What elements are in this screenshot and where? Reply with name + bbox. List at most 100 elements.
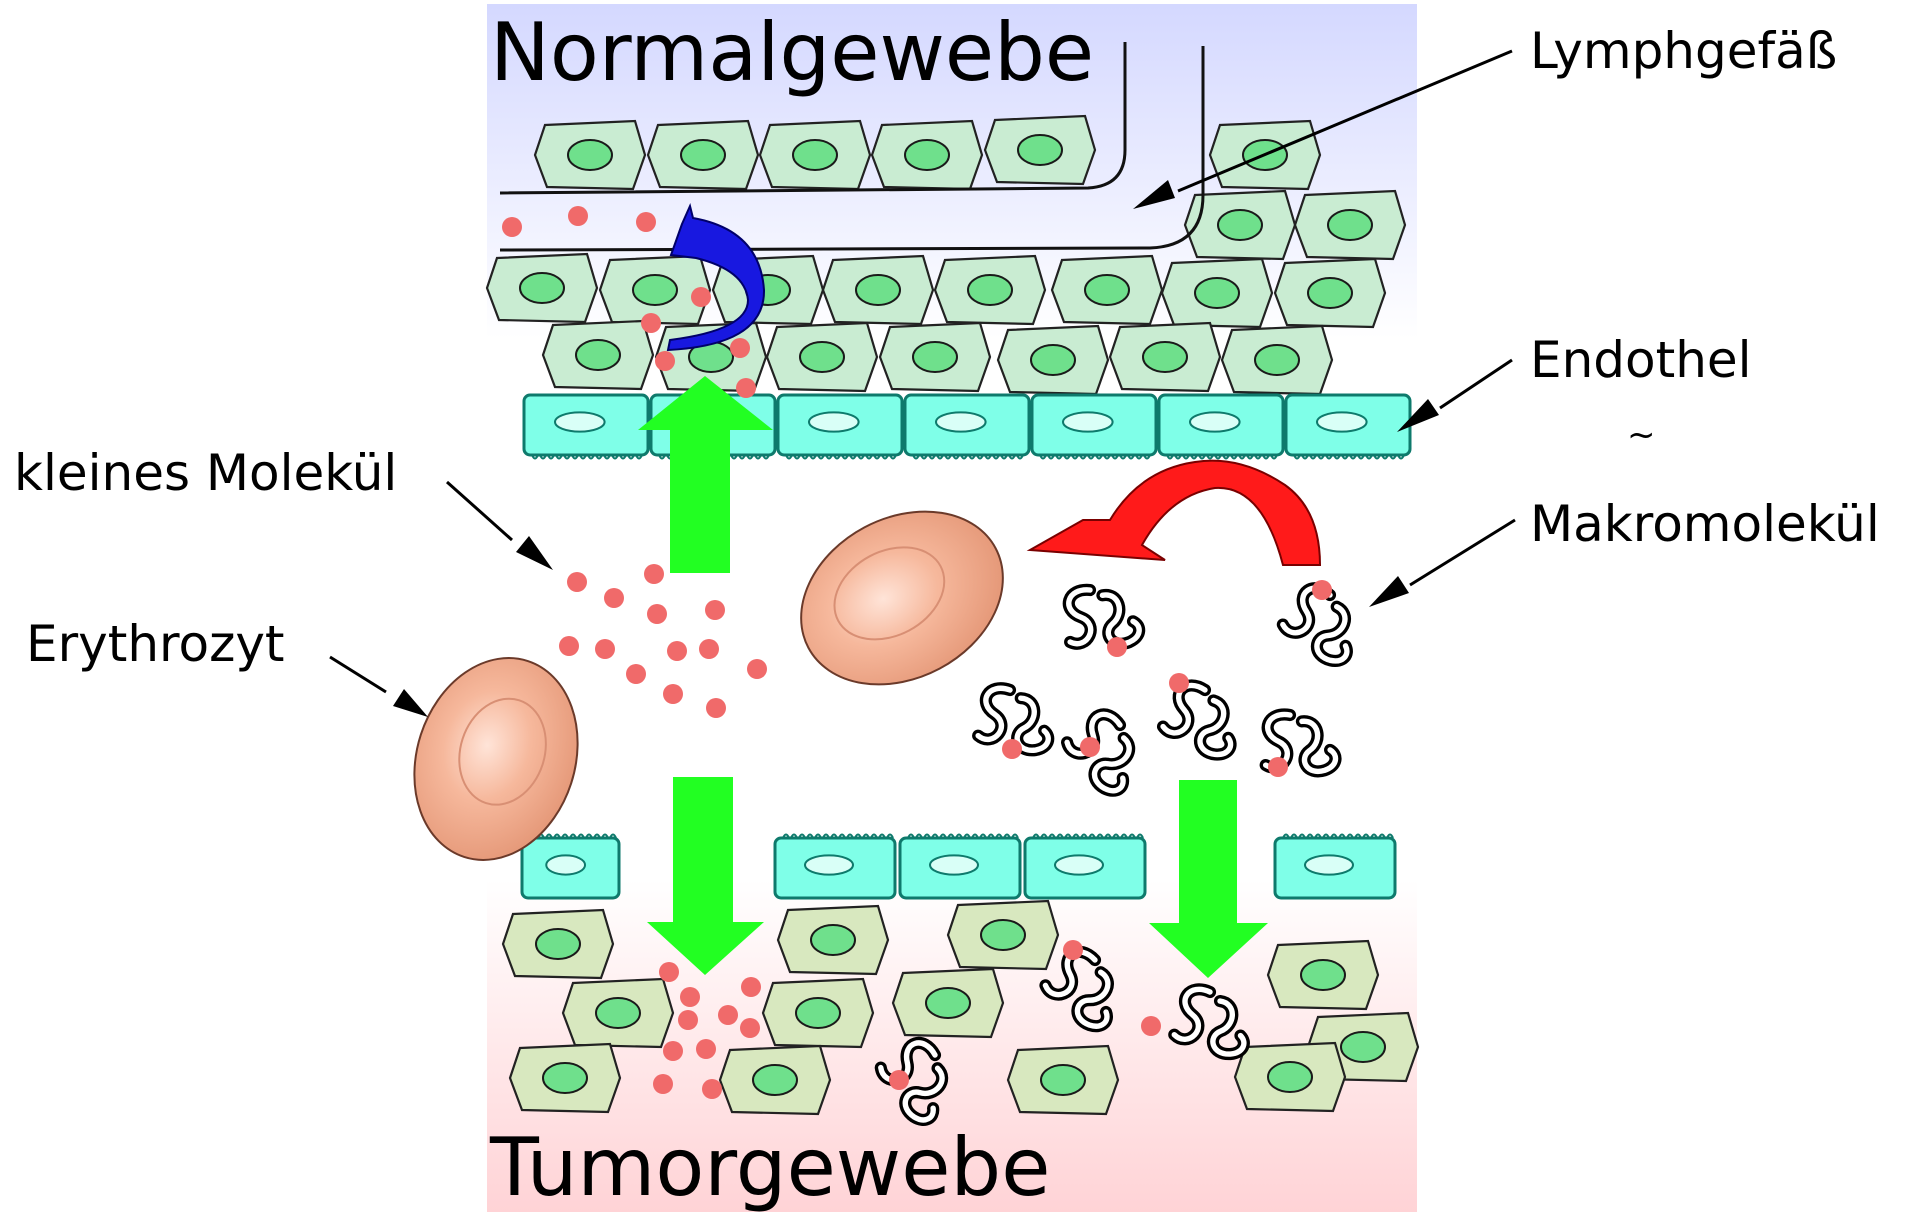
- small-molecule-dot: [641, 313, 661, 333]
- tissue-cell: [646, 119, 760, 191]
- endothelial-cell: [1273, 833, 1397, 900]
- red-curved-arrow-icon: [1026, 459, 1322, 566]
- tissue-cell: [891, 967, 1005, 1039]
- small-molecule-dot: [644, 564, 664, 584]
- tissue-cell: [933, 254, 1047, 326]
- pointer-small-molecule: [446, 480, 553, 570]
- small-molecule-dot: [1268, 757, 1288, 777]
- tissue-cell: [758, 119, 872, 191]
- normal-tissue-title: Normalgewebe: [490, 6, 1094, 99]
- tissue-cell: [821, 254, 935, 326]
- small-molecule-dot: [741, 977, 761, 997]
- tissue-cell: [561, 977, 675, 1049]
- tissue-cell: [1233, 1041, 1347, 1113]
- tissue-cell: [1273, 257, 1387, 329]
- small-molecule-dot: [1107, 637, 1127, 657]
- small-molecule-dot: [740, 1018, 760, 1038]
- tumor-tissue-title: Tumorgewebe: [489, 1121, 1050, 1213]
- macromolecule-label: Makromolekül: [1530, 495, 1880, 553]
- lymph-vessel: [499, 42, 1205, 252]
- small-molecule-label: kleines Molekül: [14, 444, 397, 502]
- tissue-cell: [776, 904, 890, 976]
- small-molecule-dot: [659, 962, 679, 982]
- small-molecule-dot: [1312, 580, 1332, 600]
- small-molecule-dot: [1080, 737, 1100, 757]
- tumor-tissue-cells: [501, 899, 1420, 1116]
- macromolecule-icon: [1062, 583, 1146, 650]
- small-molecule-dot: [680, 987, 700, 1007]
- small-molecule-dot: [567, 572, 587, 592]
- small-molecules: [502, 206, 1332, 1099]
- tissue-cell: [501, 908, 615, 980]
- small-molecule-dot: [655, 351, 675, 371]
- green-arrow-up-icon: [638, 376, 773, 573]
- endothelial-cell: [1284, 393, 1412, 460]
- tissue-cell: [765, 321, 879, 393]
- small-molecule-dot: [1063, 940, 1083, 960]
- small-molecule-dot: [568, 206, 588, 226]
- small-molecule-dot: [667, 641, 687, 661]
- tissue-cell: [878, 321, 992, 393]
- small-molecule-dot: [730, 338, 750, 358]
- small-molecule-dot: [626, 664, 646, 684]
- blue-curved-arrow-icon: [666, 202, 766, 352]
- endothelium-label: Endothel: [1530, 331, 1752, 389]
- small-molecule-dot: [705, 600, 725, 620]
- small-molecule-dot: [696, 1039, 716, 1059]
- tissue-cell: [508, 1042, 622, 1114]
- small-molecule-dot: [502, 217, 522, 237]
- pointer-macromolecule: [1369, 518, 1516, 607]
- tissue-cell: [946, 899, 1060, 971]
- endothelial-cell: [903, 393, 1031, 460]
- tissue-cell: [996, 324, 1110, 396]
- endothelial-cell: [1023, 833, 1147, 900]
- green-arrow-down-icon: [647, 777, 764, 975]
- tissue-cell: [598, 254, 712, 326]
- small-molecule-dot: [747, 659, 767, 679]
- tissue-cell: [983, 114, 1097, 186]
- small-molecule-dot: [663, 1041, 683, 1061]
- small-molecule-dot: [647, 604, 667, 624]
- endothelium-bottom: [520, 833, 1397, 900]
- small-molecule-dot: [604, 588, 624, 608]
- small-molecule-dot: [736, 378, 756, 398]
- small-molecule-dot: [702, 1079, 722, 1099]
- erythrocyte-left: [413, 657, 579, 861]
- macromolecule-icon: [874, 1036, 949, 1126]
- pointer-lymph-vessel: [1133, 49, 1513, 209]
- pointer-erythrocyte: [329, 655, 428, 717]
- tissue-cell: [1050, 254, 1164, 326]
- macromolecule-icon: [1156, 679, 1237, 761]
- small-molecule-dot: [706, 698, 726, 718]
- small-molecule-dot: [559, 636, 579, 656]
- tissue-cell: [533, 119, 647, 191]
- small-molecule-dot: [691, 287, 711, 307]
- endothelial-cell: [773, 833, 897, 900]
- small-molecule-dot: [663, 684, 683, 704]
- tissue-cell: [761, 977, 875, 1049]
- tissue-cell: [1183, 189, 1297, 261]
- small-molecule-dot: [699, 639, 719, 659]
- small-molecule-dot: [889, 1070, 909, 1090]
- pointer-endothelium: [1397, 358, 1513, 432]
- green-arrow-down-icon: [1149, 780, 1268, 978]
- endothelial-cell: [1157, 393, 1285, 460]
- tissue-cell: [485, 252, 599, 324]
- endothelial-cell: [776, 393, 904, 460]
- tissue-cell: [718, 1044, 832, 1116]
- small-molecule-dot: [678, 1010, 698, 1030]
- small-molecule-dot: [1002, 739, 1022, 759]
- tissue-cell: [1006, 1044, 1120, 1116]
- macromolecule-icon: [1061, 708, 1136, 797]
- tissue-cell: [1160, 257, 1274, 329]
- small-molecule-dot: [1141, 1016, 1161, 1036]
- tissue-cell: [1220, 324, 1334, 396]
- small-molecule-dot: [653, 1074, 673, 1094]
- endothelial-cell: [522, 393, 650, 460]
- endothelial-cell: [520, 833, 621, 900]
- tissue-cell: [1293, 189, 1407, 261]
- lymph-vessel-label: Lymphgefäß: [1530, 22, 1837, 80]
- tissue-cell: [541, 319, 655, 391]
- erythrocyte-right: [800, 510, 1004, 686]
